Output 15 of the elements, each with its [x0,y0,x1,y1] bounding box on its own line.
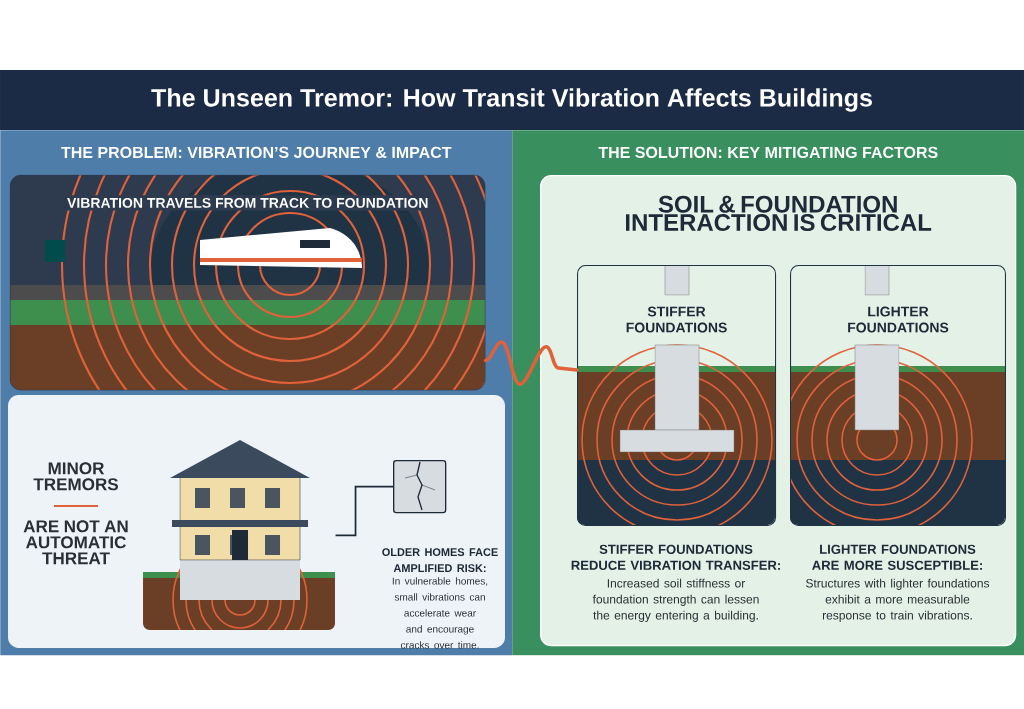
callout-text: In vulnerable homes, small vibrations can accelerate wear and encourage cracks over time. [392,577,488,649]
foundation-box: LIGHTER FOUNDATIONS [790,265,1006,527]
caption-heading: STIFFER FOUNDATIONS REDUCE VIBRATION TRANSFER: [571,544,780,570]
callout-heading: OLDER HOMES FACE AMPLIFIED RISK: [382,548,498,572]
caption-text: Structures with lighter foundations exhibit a more measurable response to train vibrations. [806,578,990,622]
wave-line [483,340,579,386]
crack-inset-drawing [393,460,447,514]
heading-text: MINOR TREMORS [33,462,118,491]
tunnel-box: VIBRATION TRAVELS FROM TRACK TO FOUNDATION [10,175,486,391]
caption-text: Increased soil stiffness or foundation strength can lessen the energy entering a building. [592,578,759,622]
leader-line [334,485,394,537]
foundation-box: STIFFER FOUNDATIONS [577,265,777,527]
house-drawing [143,440,335,630]
title-banner: The Unseen Tremor: How Transit Vibration Affects Buildings [0,70,1024,130]
caption-heading: LIGHTER FOUNDATIONS ARE MORE SUSCEPTIBLE: [812,544,982,570]
